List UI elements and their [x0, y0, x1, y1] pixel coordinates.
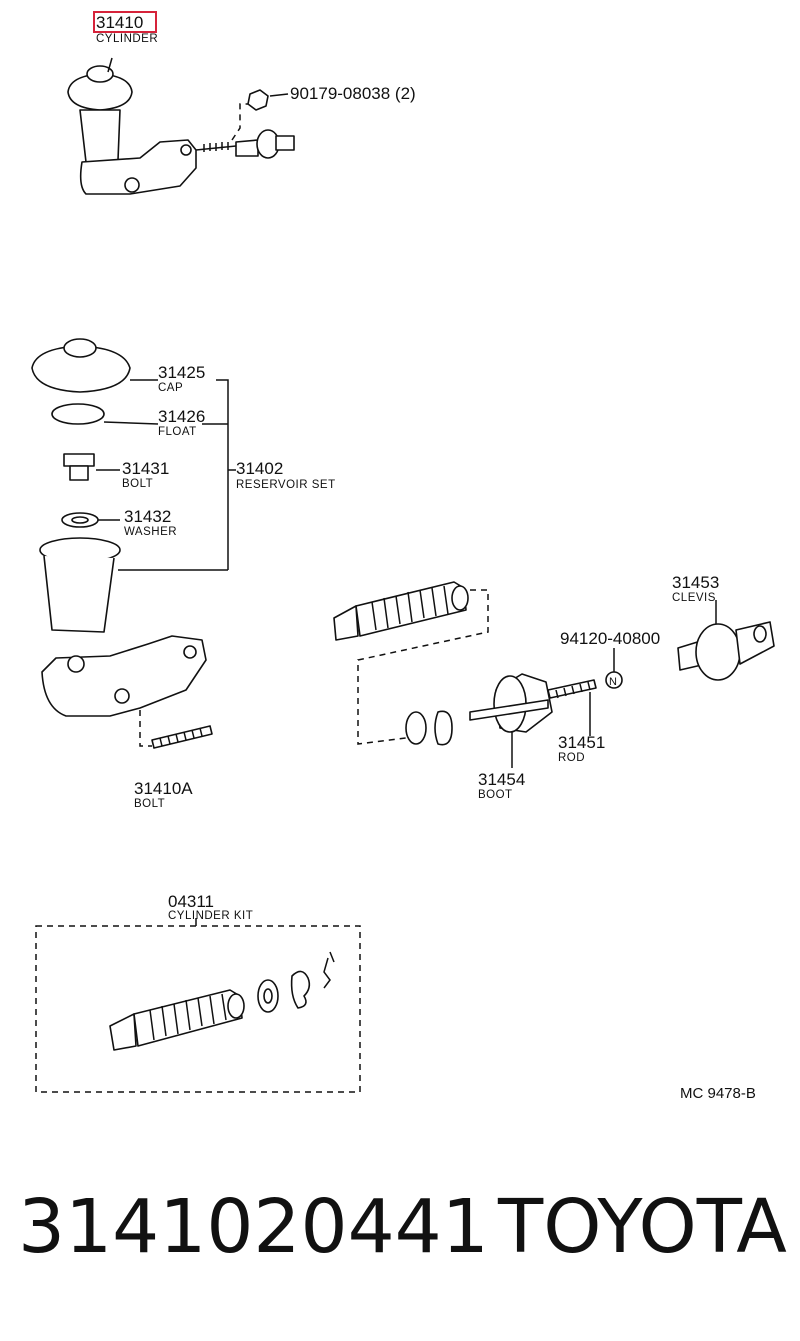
rod-number: 31451 [558, 733, 605, 752]
piston-rod-drawing: N [333, 581, 775, 768]
boot-name: BOOT [478, 789, 513, 801]
highlight-box [93, 11, 157, 33]
washer-number: 31432 [124, 507, 171, 526]
reservoir-set-name: RESERVOIR SET [236, 479, 336, 491]
cylinder-kit-drawing [35, 918, 361, 1093]
stud-bolt-number: 31410A [134, 779, 193, 798]
footer-part-number: 3141020441 [18, 1184, 489, 1270]
float-name: FLOAT [158, 426, 197, 438]
washer-name: WASHER [124, 526, 177, 538]
cylinder-kit-number: 04311 [168, 892, 214, 911]
cap-name: CAP [158, 382, 183, 394]
rod-name: ROD [558, 752, 585, 764]
float-number: 31426 [158, 407, 205, 426]
reservoir-exploded-drawing [31, 338, 236, 749]
clevis-name: CLEVIS [672, 592, 716, 604]
footer-brand: TOYOTA [498, 1184, 787, 1270]
stud-bolt-name: BOLT [134, 798, 165, 810]
cap-number: 31425 [158, 363, 205, 382]
boot-number: 31454 [478, 770, 525, 789]
reservoir-set-number: 31402 [236, 459, 283, 478]
cylinder-kit-name: CYLINDER KIT [168, 910, 253, 922]
svg-text:N: N [609, 676, 617, 688]
cylinder-assembly-drawing [67, 57, 295, 195]
bolt-name: BOLT [122, 478, 153, 490]
clevis-number: 31453 [672, 573, 719, 592]
cylinder-name: CYLINDER [96, 33, 158, 45]
bolt-number: 31431 [122, 459, 169, 478]
cylinder-number: 31410 [96, 13, 143, 32]
drawing-code: MC 9478-B [680, 1085, 756, 1102]
nut-number: 94120-40800 [560, 629, 660, 648]
nut-callout: 90179-08038 (2) [290, 84, 416, 103]
